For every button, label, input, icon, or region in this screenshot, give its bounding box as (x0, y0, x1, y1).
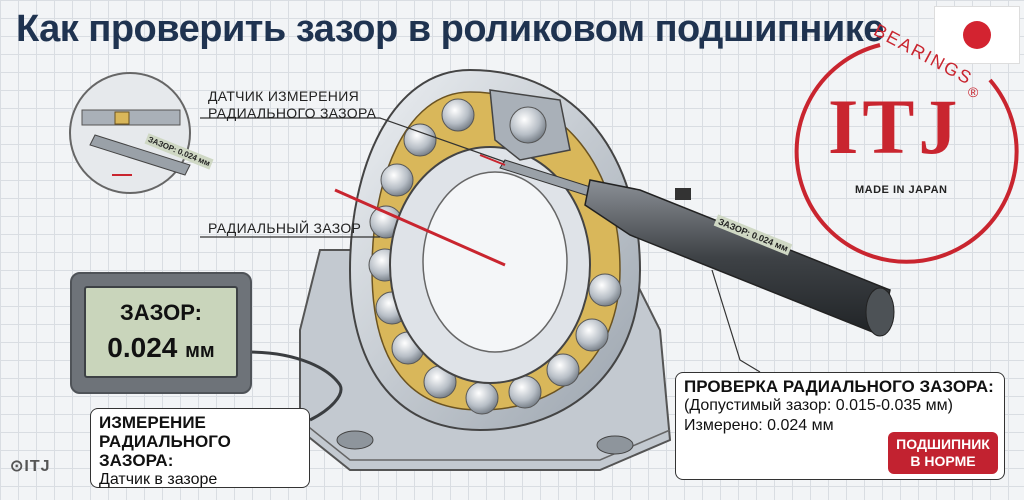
rollers (368, 98, 622, 415)
status-badge: ПОДШИПНИК В НОРМЕ (888, 432, 998, 474)
japan-flag-icon (934, 6, 1020, 64)
lcd-reading: 0.024 мм (86, 332, 236, 364)
feeler-gauge (499, 159, 895, 337)
status-badge-line2: В НОРМЕ (910, 453, 976, 469)
check-heading: ПРОВЕРКА РАДИАЛЬНОГО ЗАЗОРА: (684, 377, 994, 396)
check-allowed: (Допустимый зазор: 0.015-0.035 мм) (684, 397, 953, 414)
detail-inset (69, 72, 191, 194)
measurement-text: Датчик в зазоре (99, 471, 218, 488)
lcd-screen: ЗАЗОР: 0.024 мм (84, 286, 238, 378)
logo-tagline: MADE IN JAPAN (855, 184, 948, 196)
measurement-heading-2: РАДИАЛЬНОГО ЗАЗОРА: (99, 432, 231, 470)
radial-gap-line (334, 188, 506, 267)
cutaway-section (489, 89, 571, 161)
sensor-callout-line2: РАДИАЛЬНОГО ЗАЗОРА (208, 105, 377, 121)
lcd-cable (247, 350, 343, 422)
registered-mark: ® (968, 84, 979, 100)
check-leader (711, 269, 761, 373)
lcd-label: ЗАЗОР: (120, 300, 202, 325)
lcd-unit: мм (185, 340, 215, 362)
radial-gap-callout: РАДИАЛЬНЫЙ ЗАЗОР (208, 220, 362, 236)
logo-ring-icon (794, 43, 1019, 264)
brand-logo: ITJ (828, 83, 962, 170)
gap-meter-display: ЗАЗОР: 0.024 мм (70, 272, 252, 394)
small-brand-logo: ⊙ITJ (10, 458, 51, 475)
sensor-callout: ДАТЧИК ИЗМЕРЕНИЯ РАДИАЛЬНОГО ЗАЗОРА (208, 88, 376, 122)
lcd-value: 0.024 (107, 332, 178, 363)
check-box: ПРОВЕРКА РАДИАЛЬНОГО ЗАЗОРА: (Допустимый… (675, 372, 1005, 480)
sensor-callout-line1: ДАТЧИК ИЗМЕРЕНИЯ (208, 88, 359, 104)
page-title: Как проверить зазор в роликовом подшипни… (16, 8, 884, 50)
measurement-box: ИЗМЕРЕНИЕ РАДИАЛЬНОГО ЗАЗОРА: Датчик в з… (90, 408, 310, 488)
check-measured: Измерено: 0.024 мм (684, 417, 834, 434)
status-badge-line1: ПОДШИПНИК (896, 436, 990, 452)
measurement-heading-1: ИЗМЕРЕНИЕ (99, 413, 206, 432)
sensor-leader (200, 117, 506, 163)
